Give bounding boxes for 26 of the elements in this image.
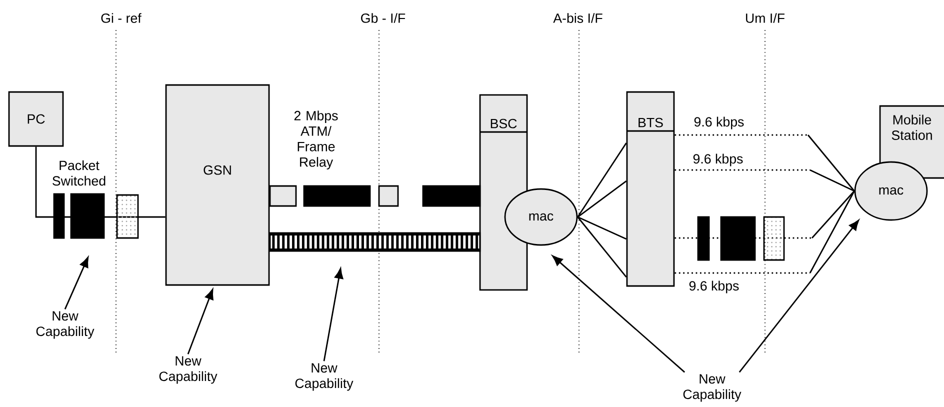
station-box: BTS [626, 91, 675, 287]
rate-label: 9.6 kbps [689, 280, 739, 294]
interface-label: A-bis I/F [553, 13, 602, 23]
callout-text: New Capability [295, 363, 354, 391]
arrow [64, 256, 89, 310]
arrow [323, 268, 344, 362]
arrow [738, 220, 860, 373]
callout-text: New Capability [159, 356, 218, 384]
arrow [552, 255, 686, 373]
radio-link [674, 134, 855, 192]
arrow [187, 288, 214, 354]
callout-text: New Capability [36, 311, 94, 339]
pc-box: PC [8, 91, 64, 147]
server-box: GSN [165, 84, 270, 286]
interface-label: Gi - ref [101, 13, 142, 23]
radio-link [674, 169, 855, 192]
radio-link [674, 190, 855, 274]
interface-label: Um I/F [746, 13, 784, 23]
interface-label: Gb - I/F [361, 13, 406, 23]
link-line [577, 216, 627, 240]
link-line [577, 180, 627, 218]
rate-label: 9.6 kbps [693, 154, 743, 166]
node-label: Mobile Station [892, 114, 932, 140]
callout-text: New Capability [683, 374, 742, 402]
link-line [577, 142, 627, 218]
link-line [577, 216, 627, 278]
